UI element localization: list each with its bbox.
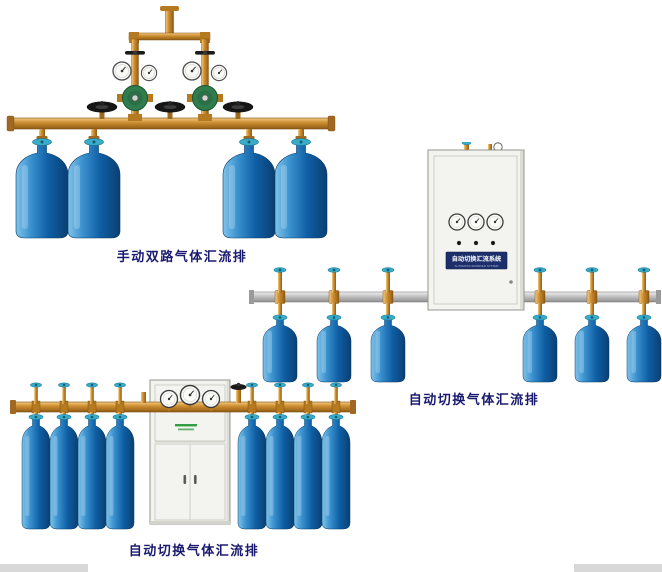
cabinet-green-label: [175, 424, 197, 427]
pressure-gauge: [182, 61, 202, 81]
cabinet-sublabel: AUTOMATIC MANIFOLD SYSTEM: [455, 264, 499, 268]
gas-cylinder: [77, 413, 107, 530]
pressure-gauge: [112, 61, 132, 81]
cropped-edge-right: [574, 564, 662, 572]
caption-auto-switch-wall: 自动切换气体汇流排: [408, 392, 540, 407]
gas-cylinder: [49, 413, 79, 530]
left-branch-pipe: [125, 38, 145, 122]
cabinet-gauges: [159, 384, 221, 411]
pressure-regulator: [116, 85, 154, 111]
gas-cylinder: [21, 413, 51, 530]
pressure-gauge: [179, 384, 201, 406]
cabinet-lock: [509, 280, 513, 284]
caption-auto-switch-floor: 自动切换气体汇流排: [128, 543, 260, 558]
gas-cylinder: [105, 413, 135, 530]
gas-cylinder: [574, 314, 610, 383]
valve-handwheel: [230, 384, 247, 390]
valve-handwheel: [222, 100, 254, 113]
pressure-gauge: [448, 213, 466, 231]
gas-cylinder: [522, 314, 558, 383]
indicator-light: [456, 240, 462, 246]
pressure-gauge: [140, 64, 158, 82]
gas-cylinder: [370, 314, 406, 383]
pressure-gauge: [201, 389, 221, 409]
gas-cylinder: [237, 413, 267, 530]
manual-dual-manifold-illustration: [6, 6, 336, 239]
pressure-gauge: [467, 213, 485, 231]
cylinder-stations: [21, 382, 351, 530]
inlet-valve: [637, 267, 651, 294]
pipe-valve-handwheels: [86, 100, 254, 119]
inlet-valve: [585, 267, 599, 294]
caption-manual-dual-manifold: 手动双路气体汇流排: [116, 249, 248, 264]
valve-handwheel: [154, 100, 186, 113]
gas-cylinder: [265, 413, 295, 530]
gas-cylinder: [15, 138, 69, 239]
inlet-valve: [327, 267, 341, 294]
inlet-valve: [533, 267, 547, 294]
inlet-valve: [381, 267, 395, 294]
cabinet-nameplate: [445, 251, 508, 270]
control-cabinet: 自动切换汇流系统 AUTOMATIC MANIFOLD SYSTEM: [427, 142, 525, 311]
cropped-edge-left: [0, 564, 88, 572]
main-manifold-pipe: [6, 114, 336, 132]
door-handle: [194, 475, 197, 484]
cylinder-connections: [36, 129, 307, 143]
pressure-gauge: [159, 389, 179, 409]
gas-cylinder: [321, 413, 351, 530]
gas-cylinder: [626, 314, 662, 383]
top-tee-assembly: [128, 6, 211, 43]
pressure-gauge: [486, 213, 504, 231]
indicator-light: [473, 240, 479, 246]
cylinder-stations: [262, 267, 662, 383]
auto-switch-floor-manifold-illustration: [10, 379, 356, 530]
inlet-valve: [273, 267, 287, 294]
gas-cylinder: [67, 138, 121, 239]
indicator-light: [490, 240, 496, 246]
auto-switch-wall-manifold-illustration: 自动切换汇流系统 AUTOMATIC MANIFOLD SYSTEM: [249, 142, 662, 383]
pressure-regulator: [186, 85, 224, 111]
cabinet-label: 自动切换汇流系统: [452, 255, 502, 263]
gas-cylinder: [293, 413, 323, 530]
valve-handwheel: [86, 100, 118, 113]
pressure-gauge: [210, 64, 228, 82]
cabinet-pipe-fittings: [141, 382, 247, 403]
door-handle: [183, 475, 187, 484]
